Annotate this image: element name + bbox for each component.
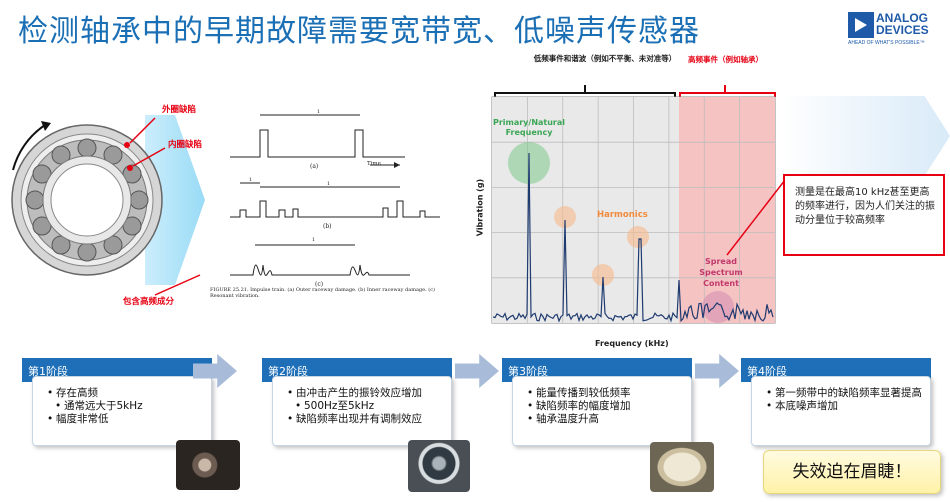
high-freq-caption: 高频事件（例如轴承）	[688, 55, 763, 64]
stage-4-item-1: 第一频带中的缺陷频率显著提高	[766, 387, 924, 400]
stage-1-body: 存在高频 通常远大于5kHz 幅度非常低	[32, 376, 212, 446]
svg-text:1: 1	[327, 181, 330, 187]
stage-3-body: 能量传播到较低频率 缺陷频率的幅度增加 轴承温度升高	[512, 376, 692, 446]
time-axis-label: Time	[367, 161, 381, 167]
bearing-illustration: 外圈缺陷 内圈缺陷 包含高频成分	[5, 90, 235, 310]
stage-2-item-1: 由冲击产生的振铃效应增加	[287, 387, 445, 400]
stage-3-item-1: 能量传播到较低频率	[527, 387, 685, 400]
stage-3-item-3: 轴承温度升高	[527, 413, 685, 426]
stage-2-bearing-photo	[408, 440, 470, 492]
vibration-spectrum-chart: Primary/Natural Frequency Harmonics Spre…	[465, 55, 786, 355]
svg-text:1: 1	[249, 177, 252, 183]
stage-2-body: 由冲击产生的振铃效应增加 500Hz至5kHz 缺陷频率出现并有调制效应	[272, 376, 452, 446]
stage-1-item-1: 存在高频	[47, 387, 205, 400]
bearing-ball	[77, 242, 97, 262]
svg-text:1: 1	[312, 237, 315, 243]
logo-tagline: AHEAD OF WHAT'S POSSIBLE™	[848, 40, 925, 46]
waveform-svg: 1 1 1 1	[230, 109, 440, 276]
bearing-ball	[25, 190, 45, 210]
stage-1-bearing-photo	[176, 440, 240, 490]
stage-arrow-2	[455, 354, 499, 388]
failure-imminent-box: 失效迫在眉睫！	[763, 450, 941, 494]
y-axis-label: Vibration (g)	[475, 178, 485, 237]
low-freq-caption: 低频事件和谐波（例如不平衡、未对准等）	[533, 54, 677, 63]
logo-triangle-icon	[848, 12, 874, 38]
bearing-svg	[11, 115, 205, 296]
logo-line2: DEVICES	[876, 23, 929, 37]
caption-c: (c)	[315, 281, 324, 288]
spectrum-svg	[491, 85, 786, 324]
stage-arrow-3	[695, 354, 739, 388]
bearing-ball	[77, 138, 97, 158]
decorative-arrow-shape	[780, 96, 950, 176]
stage-3-bearing-photo	[650, 442, 714, 492]
figure-caption: FIGURE 25.21. Impulse train. (a) Outer r…	[210, 287, 435, 299]
stage-2-item-3: 缺陷频率出现并有调制效应	[287, 413, 445, 426]
bearing-ball	[129, 190, 149, 210]
primary-frequency-label: Primary/Natural Frequency	[492, 118, 566, 137]
stage-3-item-2: 缺陷频率的幅度增加	[527, 400, 685, 413]
logo-line1: ANALOG	[876, 11, 928, 25]
outer-fault-label: 外圈缺陷	[162, 105, 197, 115]
caption-b: (b)	[323, 223, 332, 230]
stage-1-item-2: 通常远大于5kHz	[47, 400, 205, 413]
caption-a: (a)	[310, 163, 319, 170]
stage-4-item-2: 本底噪声增加	[766, 400, 924, 413]
slide-title: 检测轴承中的早期故障需要宽带宽、低噪声传感器	[18, 14, 700, 49]
stage-4-body: 第一频带中的缺陷频率显著提高 本底噪声增加	[751, 376, 931, 446]
stage-2-item-2: 500Hz至5kHz	[287, 400, 445, 413]
x-axis-label: Frequency (kHz)	[595, 339, 669, 348]
harmonics-label: Harmonics	[597, 210, 648, 220]
spread-spectrum-label: Spread Spectrum Content	[699, 257, 743, 288]
impulse-waveform-figure: 1 1 1 1 (a) (b) (c) Time FIGURE 25.21. I…	[205, 105, 460, 310]
stage-1-item-3: 幅度非常低	[47, 413, 205, 426]
measurement-note-box: 测量是在最高10 kHz甚至更高的频率进行，因为人们关注的振动分量位于较高频率	[783, 174, 945, 256]
hf-content-label: 包含高频成分	[123, 297, 175, 307]
inner-fault-label: 内圈缺陷	[168, 140, 203, 150]
svg-text:1: 1	[317, 109, 320, 115]
